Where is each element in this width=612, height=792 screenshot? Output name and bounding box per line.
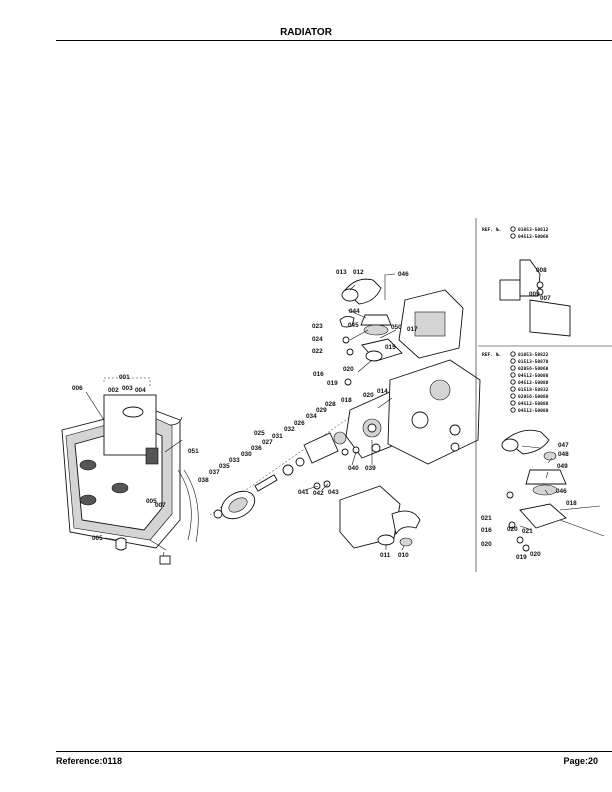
callout: 038 (198, 477, 209, 484)
callout: 014 (377, 388, 388, 395)
callout: 031 (272, 433, 283, 440)
radiator-core (61, 377, 199, 565)
callout: 021 (522, 528, 533, 535)
callout: 018 (341, 397, 352, 404)
callout: 006 (72, 385, 83, 392)
reference-label: Reference:0118 (56, 756, 123, 766)
ref-box-bottom-callouts: 047 048 049 046 018 021 016 020 021 019 … (481, 442, 577, 561)
callout: 009 (529, 291, 540, 298)
callout: 035 (219, 463, 230, 470)
callout: 002 (108, 387, 119, 394)
callout: 045 (348, 322, 359, 329)
ref-code: 04512-50080 (518, 408, 549, 414)
ref-code: 02056-50060 (518, 366, 549, 372)
callout-labels: 001 002 003 004 006 051 005 007 005 013 … (72, 269, 418, 559)
page-title: RADIATOR (280, 27, 332, 38)
callout: 033 (229, 457, 240, 464)
callout: 049 (557, 463, 568, 470)
ref-code: 04512-50080 (518, 380, 549, 386)
ref-label: REF. №. (482, 352, 501, 358)
callout: 022 (312, 348, 323, 355)
callout: 017 (407, 326, 418, 333)
callout: 020 (530, 551, 541, 558)
callout: 029 (316, 407, 327, 414)
callout: 032 (284, 426, 295, 433)
callout: 034 (306, 413, 317, 420)
callout: 012 (353, 269, 364, 276)
ref-code: 01053-50612 (518, 227, 549, 233)
callout: 016 (481, 527, 492, 534)
callout: 024 (312, 336, 323, 343)
callout: 047 (558, 442, 569, 449)
ref-box-top-callouts: 008 009 007 (529, 267, 551, 302)
engine-gear-case (339, 359, 481, 549)
ref-code: 01053-50822 (518, 352, 549, 358)
callout: 028 (325, 401, 336, 408)
callout: 004 (135, 387, 146, 394)
callout: 015 (385, 344, 396, 351)
callout: 046 (556, 488, 567, 495)
callout: 036 (251, 445, 262, 452)
ref-box-top-parts (499, 259, 571, 337)
callout: 030 (241, 451, 252, 458)
callout: 018 (566, 500, 577, 507)
callout: 007 (155, 502, 166, 509)
ref-code: 01518-50832 (518, 387, 549, 393)
callout: 044 (349, 308, 360, 315)
callout: 023 (312, 323, 323, 330)
ref-code: 02056-50080 (518, 394, 549, 400)
leader-lines (85, 273, 553, 551)
ref-code: 04512-50080 (518, 373, 549, 379)
callout: 001 (119, 374, 130, 381)
callout: 019 (516, 554, 527, 561)
callout: 008 (536, 267, 547, 274)
ref-box-bottom: REF. №. 01053-50822 01513-50870 02056-50… (482, 351, 549, 414)
callout: 019 (327, 380, 338, 387)
callout: 043 (328, 489, 339, 496)
ref-code: 04512-50080 (518, 401, 549, 407)
footer-rule (56, 751, 612, 752)
callout: 050 (391, 324, 402, 331)
callout: 011 (380, 552, 391, 559)
callout: 051 (188, 448, 199, 455)
callout: 020 (507, 526, 518, 533)
callout: 048 (558, 451, 569, 458)
callout: 005 (92, 535, 103, 542)
callout: 021 (481, 515, 492, 522)
callout: 041 (298, 489, 309, 496)
callout: 027 (262, 439, 273, 446)
callout: 025 (254, 430, 265, 437)
callout: 020 (343, 366, 354, 373)
callout: 039 (365, 465, 376, 472)
callout: 003 (122, 385, 133, 392)
callout: 026 (294, 420, 305, 427)
callout: 020 (481, 541, 492, 548)
callout: 037 (209, 469, 220, 476)
callout: 046 (398, 271, 409, 278)
callout: 040 (348, 465, 359, 472)
callout: 010 (398, 552, 409, 559)
ref-label: REF. №. (482, 227, 501, 233)
callout: 020 (363, 392, 374, 399)
callout: 013 (336, 269, 347, 276)
thermostat-housing (339, 274, 464, 386)
page-number: Page:20 (563, 756, 598, 766)
ref-box-top: REF. №. 01053-50612 04512-50060 (482, 226, 549, 240)
callout: 016 (313, 371, 324, 378)
ref-code: 04512-50060 (518, 234, 549, 240)
ref-code: 01513-50870 (518, 359, 549, 365)
callout: 007 (540, 295, 551, 302)
callout: 005 (146, 498, 157, 505)
header-rule (56, 40, 612, 41)
callout: 042 (313, 490, 324, 497)
